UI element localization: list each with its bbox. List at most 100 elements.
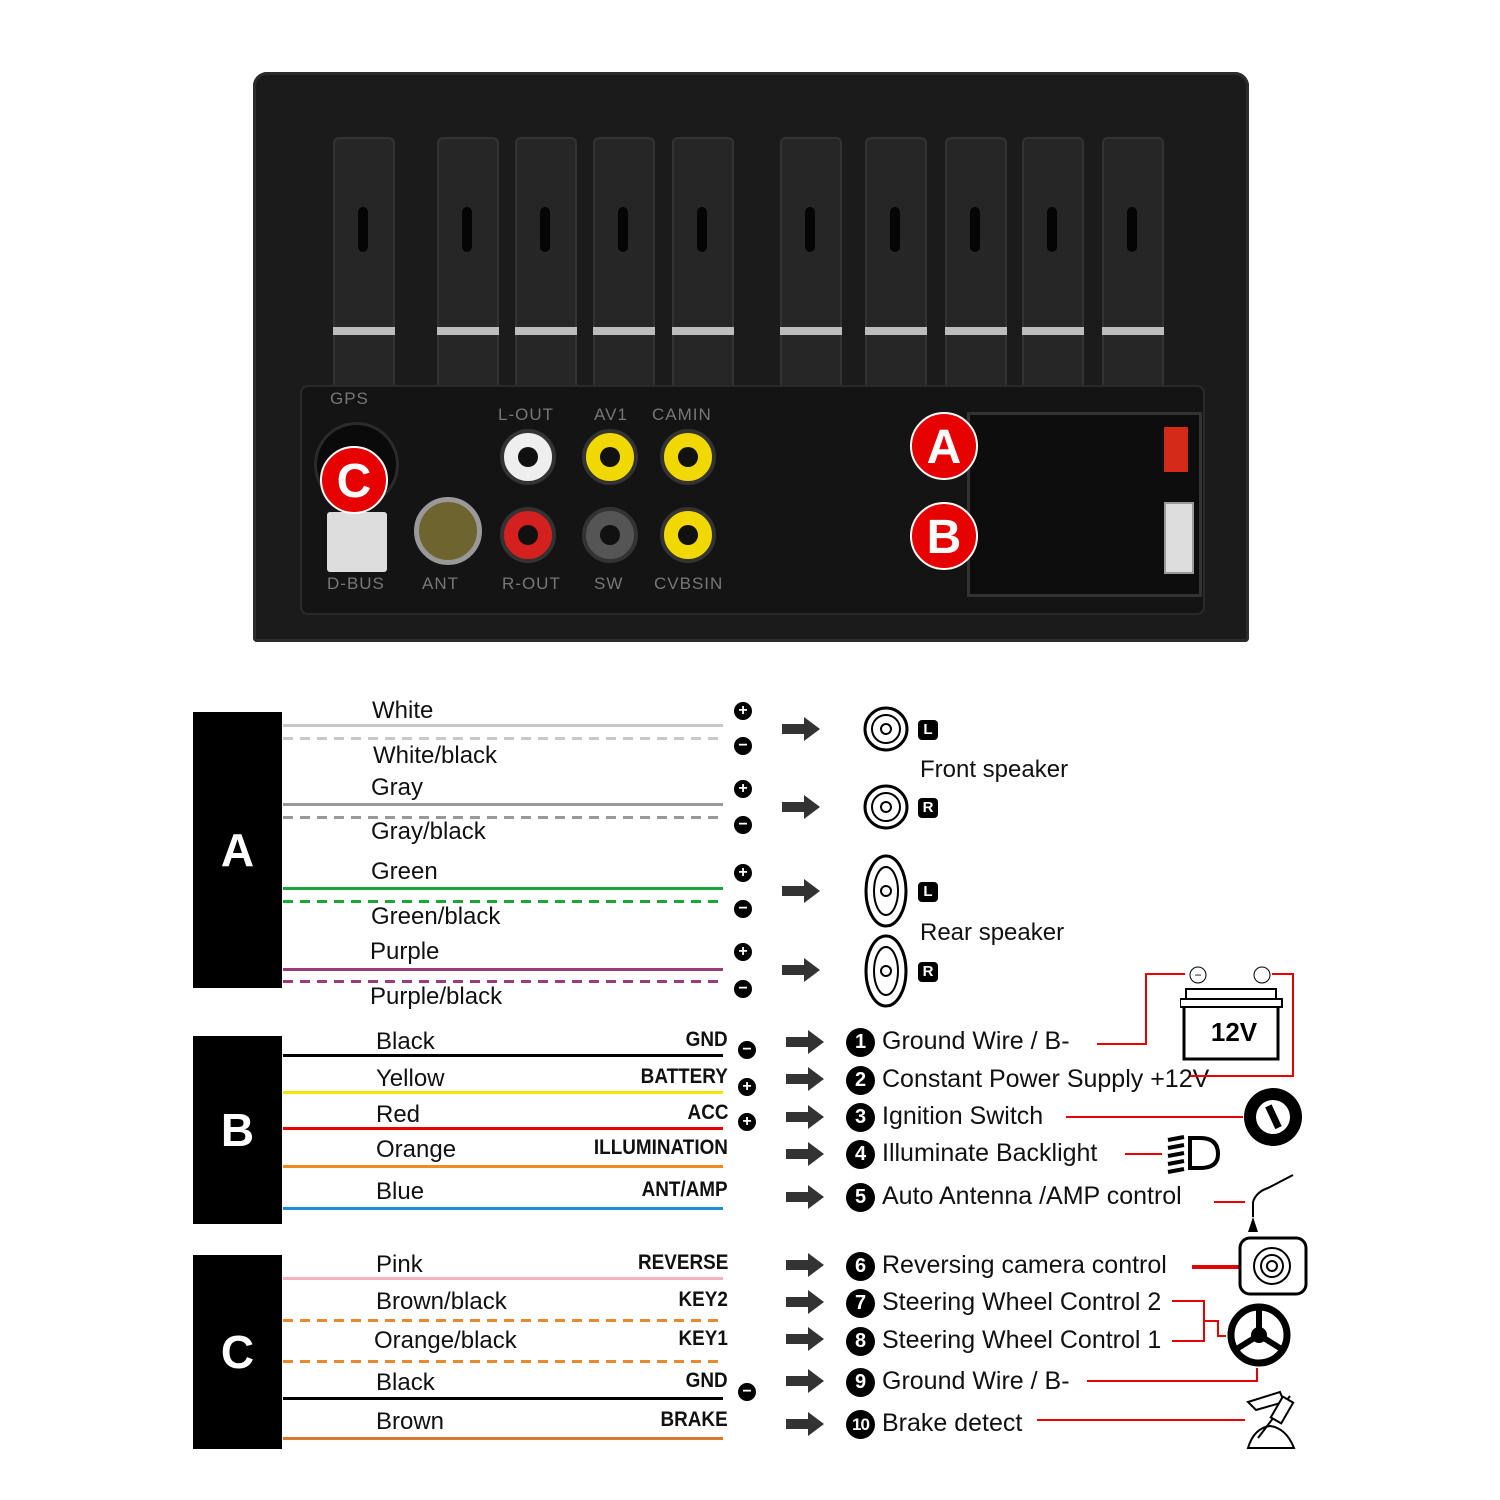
- ignition-switch-icon: [1244, 1088, 1302, 1146]
- arrow-icon: [782, 879, 820, 903]
- wire-line: [283, 816, 723, 819]
- arrow-icon: [786, 1030, 824, 1054]
- port-label-ant: ANT: [422, 574, 459, 593]
- left-badge: L: [918, 720, 938, 740]
- port-label-sw: SW: [594, 574, 624, 593]
- wire-function: REVERSE: [637, 1251, 728, 1274]
- connector-panel: GPS D-BUS ANT L-OUT AV1 CAMIN R-OUT SW C…: [300, 385, 1205, 615]
- wire-label: Black: [376, 1369, 435, 1396]
- wire-label: Purple/black: [370, 983, 503, 1010]
- function-number-badge: 7: [846, 1289, 875, 1318]
- arrow-icon: [786, 1105, 824, 1129]
- rca-av1[interactable]: [582, 429, 638, 485]
- wire-function: ANT/AMP: [641, 1178, 728, 1201]
- function-label: Auto Antenna /AMP control: [882, 1182, 1182, 1210]
- wire-function: GND: [685, 1369, 728, 1392]
- wire-label: White/black: [373, 742, 498, 769]
- wire-label: White: [372, 697, 434, 724]
- function-number-badge: 5: [846, 1183, 875, 1212]
- wire-line: [283, 1207, 723, 1210]
- svg-text:−: −: [1194, 968, 1201, 982]
- arrow-icon: [786, 1412, 824, 1436]
- function-number-badge: 2: [846, 1066, 875, 1095]
- rca-cvbsin[interactable]: [660, 507, 716, 563]
- wire-label: Purple: [370, 938, 440, 965]
- rear-speaker-label: Rear speaker: [920, 919, 1065, 946]
- ant-port[interactable]: [414, 497, 482, 565]
- function-number-badge: 9: [846, 1368, 875, 1397]
- minus-icon: −: [734, 816, 752, 834]
- rca-r-out[interactable]: [500, 507, 556, 563]
- wire-label: Green/black: [371, 903, 501, 930]
- wire-function: KEY2: [678, 1288, 728, 1311]
- right-badge: R: [918, 962, 938, 982]
- connector-block-c: C: [193, 1255, 282, 1449]
- function-number-badge: 8: [846, 1327, 875, 1356]
- minus-icon: −: [738, 1041, 756, 1059]
- wire-label: Gray: [371, 774, 424, 801]
- wire-line: [283, 1397, 723, 1400]
- rear-left-speaker-icon: [864, 854, 908, 928]
- arrow-icon: [786, 1290, 824, 1314]
- wire-line: [283, 803, 723, 806]
- arrow-icon: [782, 717, 820, 741]
- wire-function: GND: [685, 1028, 728, 1051]
- rca-l-out[interactable]: [500, 429, 556, 485]
- function-label: Steering Wheel Control 2: [882, 1288, 1162, 1316]
- wire-function: BRAKE: [660, 1408, 728, 1431]
- port-label-av1: AV1: [594, 405, 628, 424]
- wire-label: Brown: [376, 1408, 445, 1435]
- arrow-icon: [786, 1185, 824, 1209]
- wire-function: KEY1: [678, 1327, 728, 1350]
- wire-label: Orange: [376, 1136, 457, 1163]
- front-left-speaker-icon: [863, 706, 909, 752]
- wire-label: Green: [371, 858, 438, 885]
- right-badge: R: [918, 798, 938, 818]
- wire-line: [283, 1091, 723, 1094]
- plus-icon: +: [738, 1078, 756, 1096]
- plus-icon: +: [734, 864, 752, 882]
- minus-icon: −: [738, 1383, 756, 1401]
- rca-sw[interactable]: [582, 507, 638, 563]
- battery-label: 12V: [1211, 1017, 1258, 1047]
- wire-label: Red: [376, 1101, 421, 1128]
- port-label-gps: GPS: [330, 389, 369, 408]
- function-label: Brake detect: [882, 1409, 1023, 1437]
- function-label: Steering Wheel Control 1: [882, 1326, 1162, 1354]
- port-label-cvbsin: CVBSIN: [654, 574, 724, 593]
- arrow-icon: [782, 958, 820, 982]
- wire-line: [283, 1165, 723, 1168]
- wire-line: [283, 1437, 723, 1440]
- function-number-badge: 6: [846, 1252, 875, 1281]
- rca-camin[interactable]: [660, 429, 716, 485]
- port-label-lout: L-OUT: [498, 405, 554, 424]
- wire-line: [283, 980, 723, 983]
- function-number-badge: 3: [846, 1103, 875, 1132]
- battery-icon: − 12V: [1180, 966, 1283, 1061]
- function-label: Reversing camera control: [882, 1251, 1167, 1279]
- wire-label: Black: [376, 1028, 435, 1055]
- arrow-icon: [786, 1369, 824, 1393]
- reverse-camera-icon: [1238, 1236, 1308, 1296]
- function-label: Constant Power Supply +12V: [882, 1065, 1210, 1093]
- usb-port[interactable]: [1164, 502, 1194, 574]
- minus-icon: −: [734, 980, 752, 998]
- port-label-camin: CAMIN: [652, 405, 712, 424]
- wire-line: [283, 737, 723, 740]
- badge-c: C: [320, 446, 388, 514]
- wire-label: Pink: [376, 1251, 423, 1278]
- plus-icon: +: [734, 780, 752, 798]
- dbus-port[interactable]: [327, 512, 387, 572]
- steering-wheel-icon: [1227, 1303, 1291, 1367]
- fuse-icon: [1164, 427, 1188, 472]
- rear-right-speaker-icon: [864, 934, 908, 1008]
- iso-connector[interactable]: [967, 412, 1202, 597]
- arrow-icon: [782, 795, 820, 819]
- left-badge: L: [918, 882, 938, 902]
- plus-icon: +: [734, 702, 752, 720]
- function-label: Illuminate Backlight: [882, 1139, 1098, 1167]
- function-label: Ignition Switch: [882, 1102, 1044, 1130]
- port-label-rout: R-OUT: [502, 574, 561, 593]
- wire-function: ILLUMINATION: [593, 1136, 728, 1159]
